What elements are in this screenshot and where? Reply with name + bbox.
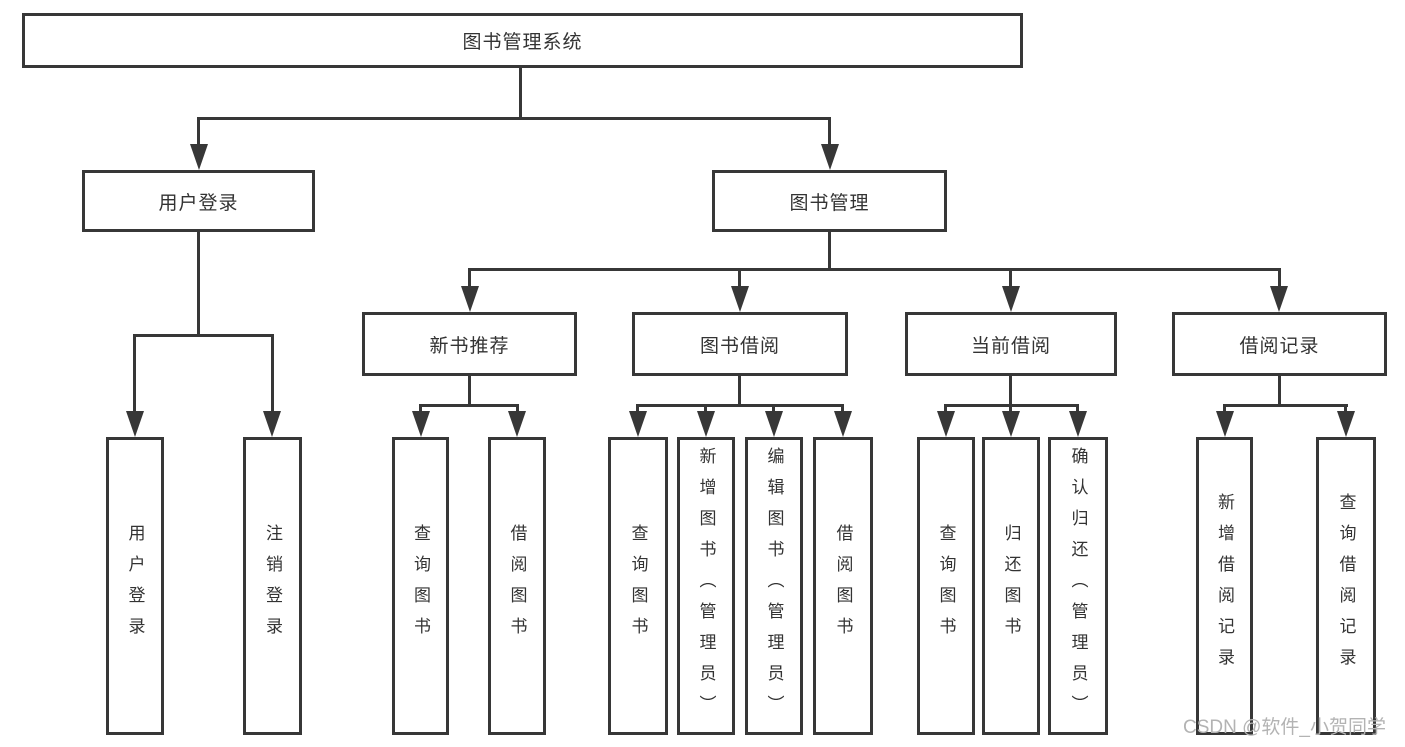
connector-line bbox=[271, 334, 274, 414]
leaf-add-borrow-record: 新增借阅记录 bbox=[1196, 437, 1253, 735]
arrow-down-icon bbox=[1216, 411, 1234, 437]
leaf-add-borrow-record-label: 新增借阅记录 bbox=[1215, 493, 1234, 679]
leaf-query-borrow-record: 查询借阅记录 bbox=[1316, 437, 1376, 735]
arrow-down-icon bbox=[731, 286, 749, 312]
arrow-down-icon bbox=[461, 286, 479, 312]
connector-line bbox=[133, 334, 274, 337]
connector-line bbox=[944, 404, 947, 416]
leaf-user-login-label: 用户登录 bbox=[125, 524, 145, 648]
leaf-borrow-query-book-label: 查询图书 bbox=[628, 524, 648, 648]
arrow-down-icon bbox=[834, 411, 852, 437]
arrow-down-icon bbox=[937, 411, 955, 437]
node-book-management-label: 图书管理 bbox=[789, 192, 870, 214]
leaf-recommend-borrow-book: 借阅图书 bbox=[488, 437, 546, 735]
arrow-down-icon bbox=[629, 411, 647, 437]
node-user-login: 用户登录 bbox=[82, 170, 315, 232]
connector-line bbox=[1076, 404, 1079, 416]
leaf-add-book-admin-label: 新增图书（管理员） bbox=[696, 446, 716, 726]
leaf-edit-book-admin: 编辑图书（管理员） bbox=[745, 437, 803, 735]
leaf-edit-book-admin-label: 编辑图书（管理员） bbox=[764, 446, 784, 726]
node-root: 图书管理系统 bbox=[22, 13, 1023, 68]
connector-line bbox=[704, 404, 707, 416]
node-root-label: 图书管理系统 bbox=[462, 32, 583, 53]
connector-line bbox=[1223, 404, 1226, 416]
connector-line bbox=[1344, 404, 1347, 416]
connector-line bbox=[133, 334, 136, 414]
connector-line bbox=[516, 404, 519, 416]
connector-line bbox=[772, 404, 775, 416]
connector-line bbox=[636, 404, 639, 416]
node-current-borrow: 当前借阅 bbox=[905, 312, 1117, 376]
leaf-current-query-book-label: 查询图书 bbox=[936, 524, 956, 648]
leaf-logout: 注销登录 bbox=[243, 437, 302, 735]
connector-line bbox=[1009, 376, 1012, 407]
arrow-down-icon bbox=[1270, 286, 1288, 312]
leaf-confirm-return-admin-label: 确认归还（管理员） bbox=[1068, 446, 1088, 726]
connector-line bbox=[1278, 376, 1281, 407]
connector-line bbox=[738, 268, 741, 290]
connector-line bbox=[419, 404, 519, 407]
node-new-book-recommend: 新书推荐 bbox=[362, 312, 577, 376]
watermark: CSDN @软件_小贺同学 bbox=[1183, 717, 1386, 738]
node-borrow-record: 借阅记录 bbox=[1172, 312, 1387, 376]
leaf-recommend-query-book: 查询图书 bbox=[392, 437, 449, 735]
leaf-recommend-query-book-label: 查询图书 bbox=[411, 524, 430, 648]
node-book-management: 图书管理 bbox=[712, 170, 947, 232]
leaf-current-query-book: 查询图书 bbox=[917, 437, 975, 735]
node-book-borrow-label: 图书借阅 bbox=[699, 335, 780, 357]
arrow-down-icon bbox=[765, 411, 783, 437]
arrow-down-icon bbox=[412, 411, 430, 437]
node-current-borrow-label: 当前借阅 bbox=[970, 335, 1051, 357]
arrow-down-icon bbox=[1002, 286, 1020, 312]
arrow-down-icon bbox=[508, 411, 526, 437]
arrow-down-icon bbox=[1069, 411, 1087, 437]
arrow-down-icon bbox=[1337, 411, 1355, 437]
connector-line bbox=[1278, 268, 1281, 290]
connector-line bbox=[636, 404, 844, 407]
leaf-borrow-book: 借阅图书 bbox=[813, 437, 873, 735]
leaf-user-login: 用户登录 bbox=[106, 437, 164, 735]
connector-line bbox=[1223, 404, 1348, 407]
connector-line bbox=[828, 232, 831, 271]
leaf-add-book-admin: 新增图书（管理员） bbox=[677, 437, 735, 735]
leaf-return-book-label: 归还图书 bbox=[1001, 524, 1021, 648]
arrow-down-icon bbox=[697, 411, 715, 437]
leaf-borrow-query-book: 查询图书 bbox=[608, 437, 668, 735]
leaf-return-book: 归还图书 bbox=[982, 437, 1040, 735]
connector-line bbox=[738, 376, 741, 407]
leaf-borrow-book-label: 借阅图书 bbox=[833, 524, 853, 648]
connector-line bbox=[1009, 268, 1012, 290]
connector-line bbox=[419, 404, 422, 416]
leaf-logout-label: 注销登录 bbox=[263, 524, 282, 648]
node-book-borrow: 图书借阅 bbox=[632, 312, 848, 376]
connector-line bbox=[468, 268, 471, 290]
connector-line bbox=[841, 404, 844, 416]
connector-line bbox=[519, 68, 522, 119]
connector-line bbox=[198, 117, 831, 120]
connector-line bbox=[468, 376, 471, 407]
leaf-confirm-return-admin: 确认归还（管理员） bbox=[1048, 437, 1108, 735]
arrow-down-icon bbox=[263, 411, 281, 437]
connector-line bbox=[1009, 404, 1012, 416]
node-borrow-record-label: 借阅记录 bbox=[1239, 335, 1320, 357]
arrow-down-icon bbox=[821, 144, 839, 170]
connector-line bbox=[197, 232, 200, 337]
connector-line bbox=[828, 117, 831, 147]
node-new-book-recommend-label: 新书推荐 bbox=[429, 335, 510, 357]
arrow-down-icon bbox=[1002, 411, 1020, 437]
connector-line bbox=[468, 268, 1281, 271]
connector-line bbox=[197, 117, 200, 147]
arrow-down-icon bbox=[190, 144, 208, 170]
node-user-login-label: 用户登录 bbox=[158, 192, 239, 214]
leaf-recommend-borrow-book-label: 借阅图书 bbox=[507, 524, 527, 648]
arrow-down-icon bbox=[126, 411, 144, 437]
leaf-query-borrow-record-label: 查询借阅记录 bbox=[1336, 493, 1356, 679]
